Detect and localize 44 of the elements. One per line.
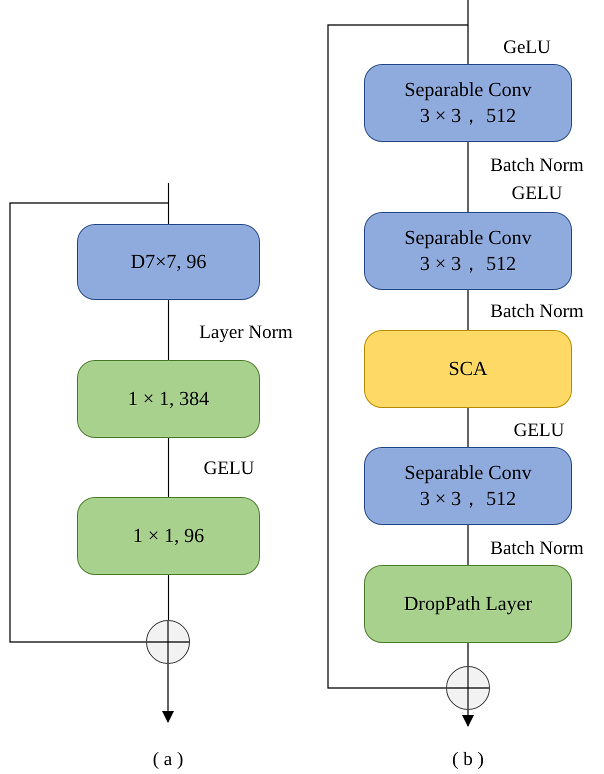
panel-caption: ( a ) <box>152 748 184 772</box>
layer-label: Separable Conv <box>403 78 533 103</box>
edge-label: Layer Norm <box>198 321 294 345</box>
connector-line <box>467 0 469 64</box>
sum-circle <box>446 666 490 710</box>
layer-label: Separable Conv <box>403 226 533 251</box>
layer-label: 3 × 3， 512 <box>418 487 518 512</box>
edge-label: GELU <box>202 457 256 481</box>
layer-label: 1 × 1, 96 <box>132 524 206 549</box>
layer-box <box>364 330 572 408</box>
layer-label: Separable Conv <box>403 461 533 486</box>
connector-line <box>467 290 469 330</box>
connector-line <box>462 710 474 727</box>
edge-label: Batch Norm <box>489 537 585 561</box>
connector-line <box>168 575 170 620</box>
layer-label: 3 × 3， 512 <box>418 252 518 277</box>
layer-box <box>364 64 572 142</box>
layer-box <box>77 224 260 300</box>
layer-label: 3 × 3， 512 <box>418 104 518 129</box>
edge-label: Batch Norm <box>489 300 585 324</box>
layer-box <box>364 212 572 290</box>
connector-line <box>467 408 469 447</box>
edge-label: GeLU <box>502 36 552 60</box>
connector-line <box>327 24 468 689</box>
connector-line <box>9 202 168 643</box>
connector-line <box>168 183 170 224</box>
sum-circle <box>146 620 190 664</box>
panel-caption: ( b ) <box>451 748 485 772</box>
layer-box <box>364 447 572 525</box>
layer-label: DropPath Layer <box>402 592 534 617</box>
connector-line <box>467 643 469 666</box>
connector-line <box>168 438 170 497</box>
connector-line <box>467 142 469 212</box>
layer-label: D7×7, 96 <box>130 250 208 275</box>
connector-line <box>162 664 174 723</box>
layer-box <box>77 360 260 438</box>
edge-label: GELU <box>512 419 566 443</box>
layer-box <box>77 497 260 575</box>
connector-line <box>467 525 469 565</box>
edge-label: Batch Norm GELU <box>489 154 585 206</box>
layer-label: SCA <box>448 357 488 382</box>
layer-label: 1 × 1, 384 <box>126 387 210 412</box>
layer-box <box>364 565 572 643</box>
connector-line <box>168 300 170 360</box>
